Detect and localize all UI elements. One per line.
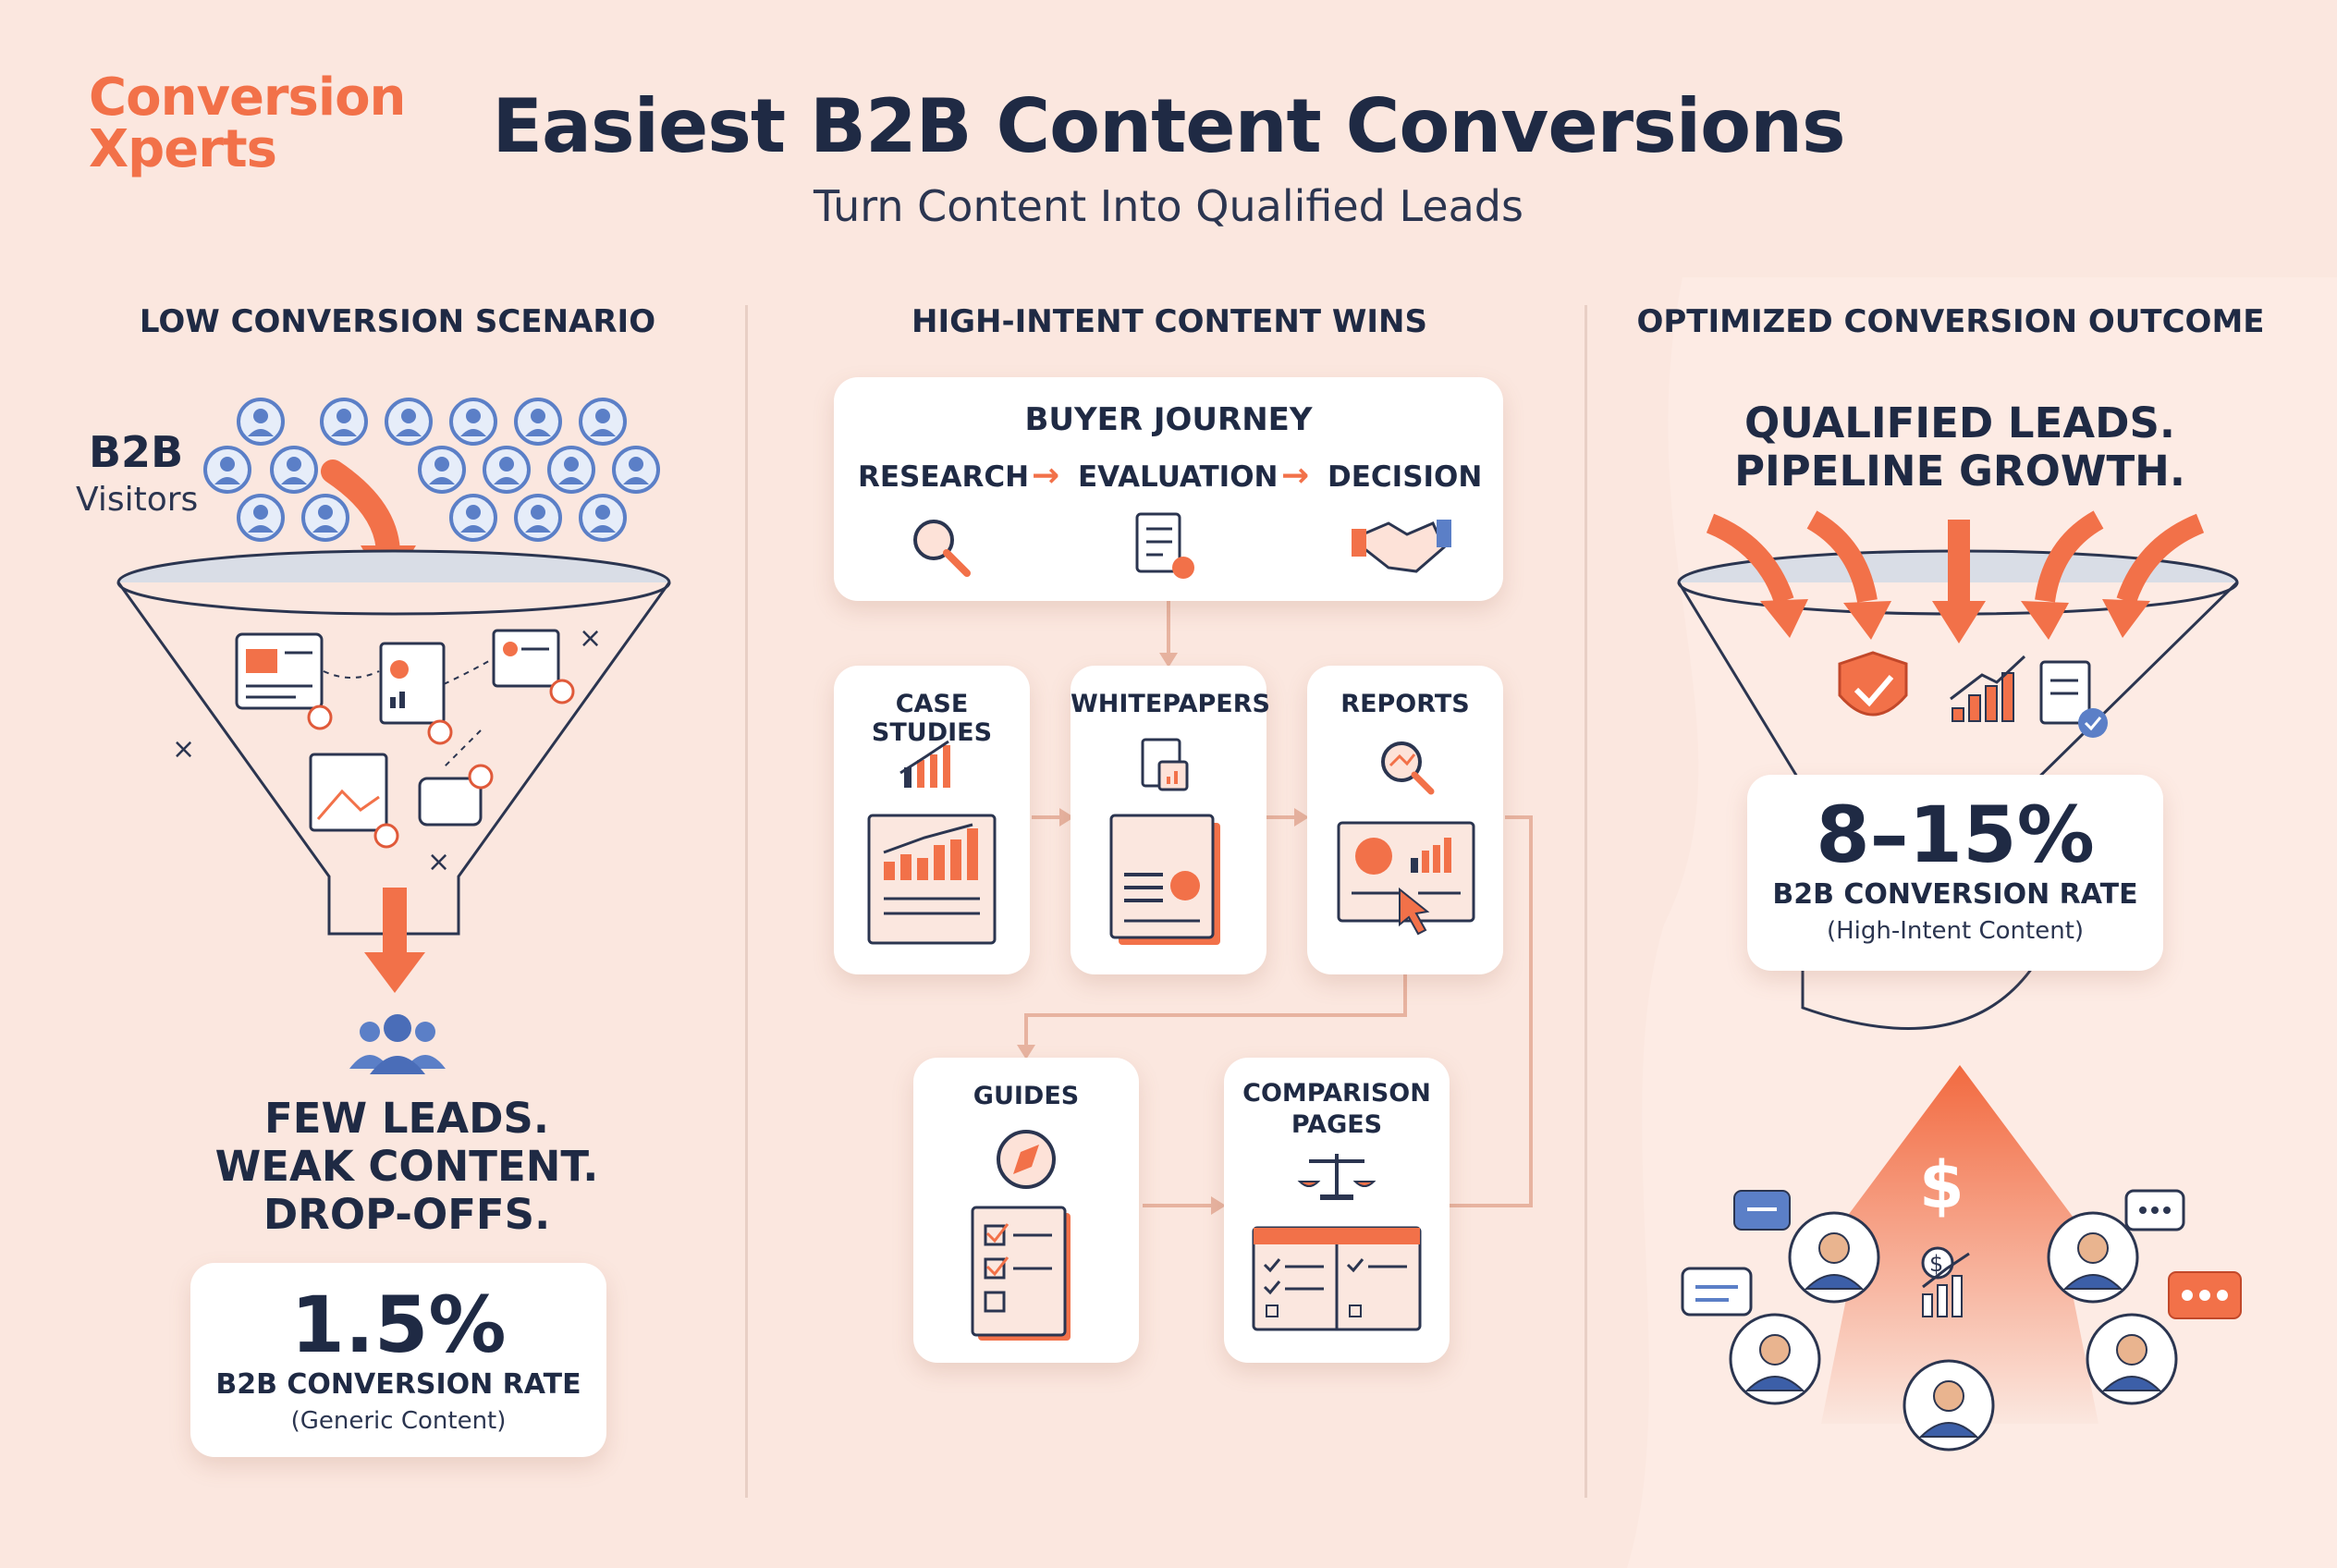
column-divider-left [745,305,748,1498]
content-label-line-1: COMPARISON [1242,1079,1431,1108]
output-arrow-icon [364,952,425,993]
comparison-table-icon [1252,1226,1422,1331]
stage-evaluation: EVALUATION [1078,460,1279,494]
journey-title: BUYER JOURNEY [1024,401,1313,438]
lead-avatar-icon [2086,1313,2178,1405]
right-result-line-1: QUALIFIED LEADS. [1744,398,2175,447]
brand-line-1: Conversion [89,67,406,128]
typing-bubble-icon [2168,1271,2242,1319]
content-card-reports[interactable]: REPORTS [1307,666,1503,974]
content-label-line-2: PAGES [1291,1110,1383,1139]
chart-card-icon [492,629,575,704]
leaky-funnel: × × × [116,459,671,993]
left-result-line-3: DROP-OFFS. [263,1190,551,1239]
drop-off-x-icon: × [579,622,602,655]
content-label: GUIDES [973,1082,1080,1110]
drop-off-x-icon: × [427,846,450,878]
left-rate-note: (Generic Content) [290,1407,507,1435]
image-page-icon [309,753,399,849]
right-result-line-2: PIPELINE GROWTH. [1734,447,2185,496]
whitepaper-doc-icon [1109,814,1220,945]
coin-growth-icon: $ [1921,1246,1970,1317]
middle-heading: HIGH-INTENT CONTENT WINS [912,303,1427,340]
growth-arrow-icon [1821,1065,2098,1424]
content-card-case-studies[interactable]: CASE STUDIES [834,666,1030,974]
shield-check-icon [1838,651,1908,717]
content-card-whitepapers[interactable]: WHITEPAPERS [1071,666,1270,974]
right-heading: OPTIMIZED CONVERSION OUTCOME [1636,303,2265,340]
visitors-label-b2b: B2B [89,427,184,477]
left-rate-label: B2B CONVERSION RATE [215,1368,581,1401]
left-rate-card: 1.5% B2B CONVERSION RATE (Generic Conten… [190,1263,606,1457]
balance-scale-icon [1297,1154,1377,1200]
message-bubble-icon [1733,1190,1791,1231]
entry-arrow-icon [321,459,400,567]
visitors-label: Visitors [76,481,199,519]
pipeline-growth-cluster: $ $ [1681,1065,2242,1452]
report-doc-icon [379,642,453,745]
content-label: REPORTS [1340,690,1470,718]
chat-bubble-icon [418,764,494,827]
stage-research: RESEARCH [858,460,1030,494]
svg-text:$: $ [1929,1251,1943,1277]
compass-icon [997,1130,1056,1189]
stage-arrow-icon: → [1032,457,1060,495]
right-rate-card: 8–15% B2B CONVERSION RATE (High-Intent C… [1747,775,2163,971]
left-heading: LOW CONVERSION SCENARIO [139,303,656,340]
content-card-comparison-pages[interactable]: COMPARISON PAGES [1224,1058,1450,1363]
content-label: CASE STUDIES [871,690,993,747]
left-result-line-1: FEW LEADS. [264,1094,549,1143]
guide-checklist-icon [971,1206,1071,1341]
left-result-line-2: WEAK CONTENT. [214,1142,599,1191]
drop-off-x-icon: × [172,733,195,766]
case-study-doc-icon [867,814,997,945]
right-rate-value: 8–15% [1816,790,2095,880]
verified-doc-icon [2039,660,2108,738]
lead-avatar-icon [2047,1211,2139,1304]
inflow-arrows-icon [1706,510,2205,643]
handshake-icon [1352,520,1451,573]
right-result: QUALIFIED LEADS. PIPELINE GROWTH. [1655,399,2265,496]
right-rate-label: B2B CONVERSION RATE [1772,878,2138,911]
right-rate-note: (High-Intent Content) [1826,917,2085,945]
few-leads-group-icon [349,1014,446,1074]
brand-line-2: Xperts [89,119,277,179]
column-divider-right [1585,305,1587,1498]
magnifier-icon [913,520,971,577]
growth-bars-icon [1950,655,2026,722]
content-label: WHITEPAPERS [1071,690,1270,718]
cursor-icon [1399,887,1430,936]
buyer-journey-card: BUYER JOURNEY RESEARCH → EVALUATION → DE… [834,377,1503,601]
page-subtitle: Turn Content Into Qualified Leads [814,181,1523,231]
page-title: Easiest B2B Content Conversions [492,83,1845,169]
report-dashboard-icon [1337,821,1475,936]
left-rate-value: 1.5% [290,1280,507,1370]
lead-avatar-icon [1903,1359,1995,1452]
lead-avatar-icon [1729,1313,1821,1405]
analytics-search-icon [1381,741,1435,795]
web-page-icon [235,632,333,730]
typing-bubble-icon [2124,1189,2185,1231]
message-bubble-icon [1681,1267,1753,1317]
stage-arrow-icon: → [1281,457,1310,495]
dollar-sign-icon: $ [1919,1147,1964,1223]
growth-chart-icon [899,740,950,788]
stage-decision: DECISION [1328,460,1483,494]
checklist-icon [1135,512,1194,579]
lead-avatar-icon [1788,1211,1880,1304]
brand-logo: Conversion Xperts [89,67,406,179]
left-result: FEW LEADS. WEAK CONTENT. DROP-OFFS. [166,1095,647,1239]
document-icon [1141,738,1189,791]
content-card-guides[interactable]: GUIDES [913,1058,1139,1363]
content-label: COMPARISON PAGES [1224,1078,1450,1141]
